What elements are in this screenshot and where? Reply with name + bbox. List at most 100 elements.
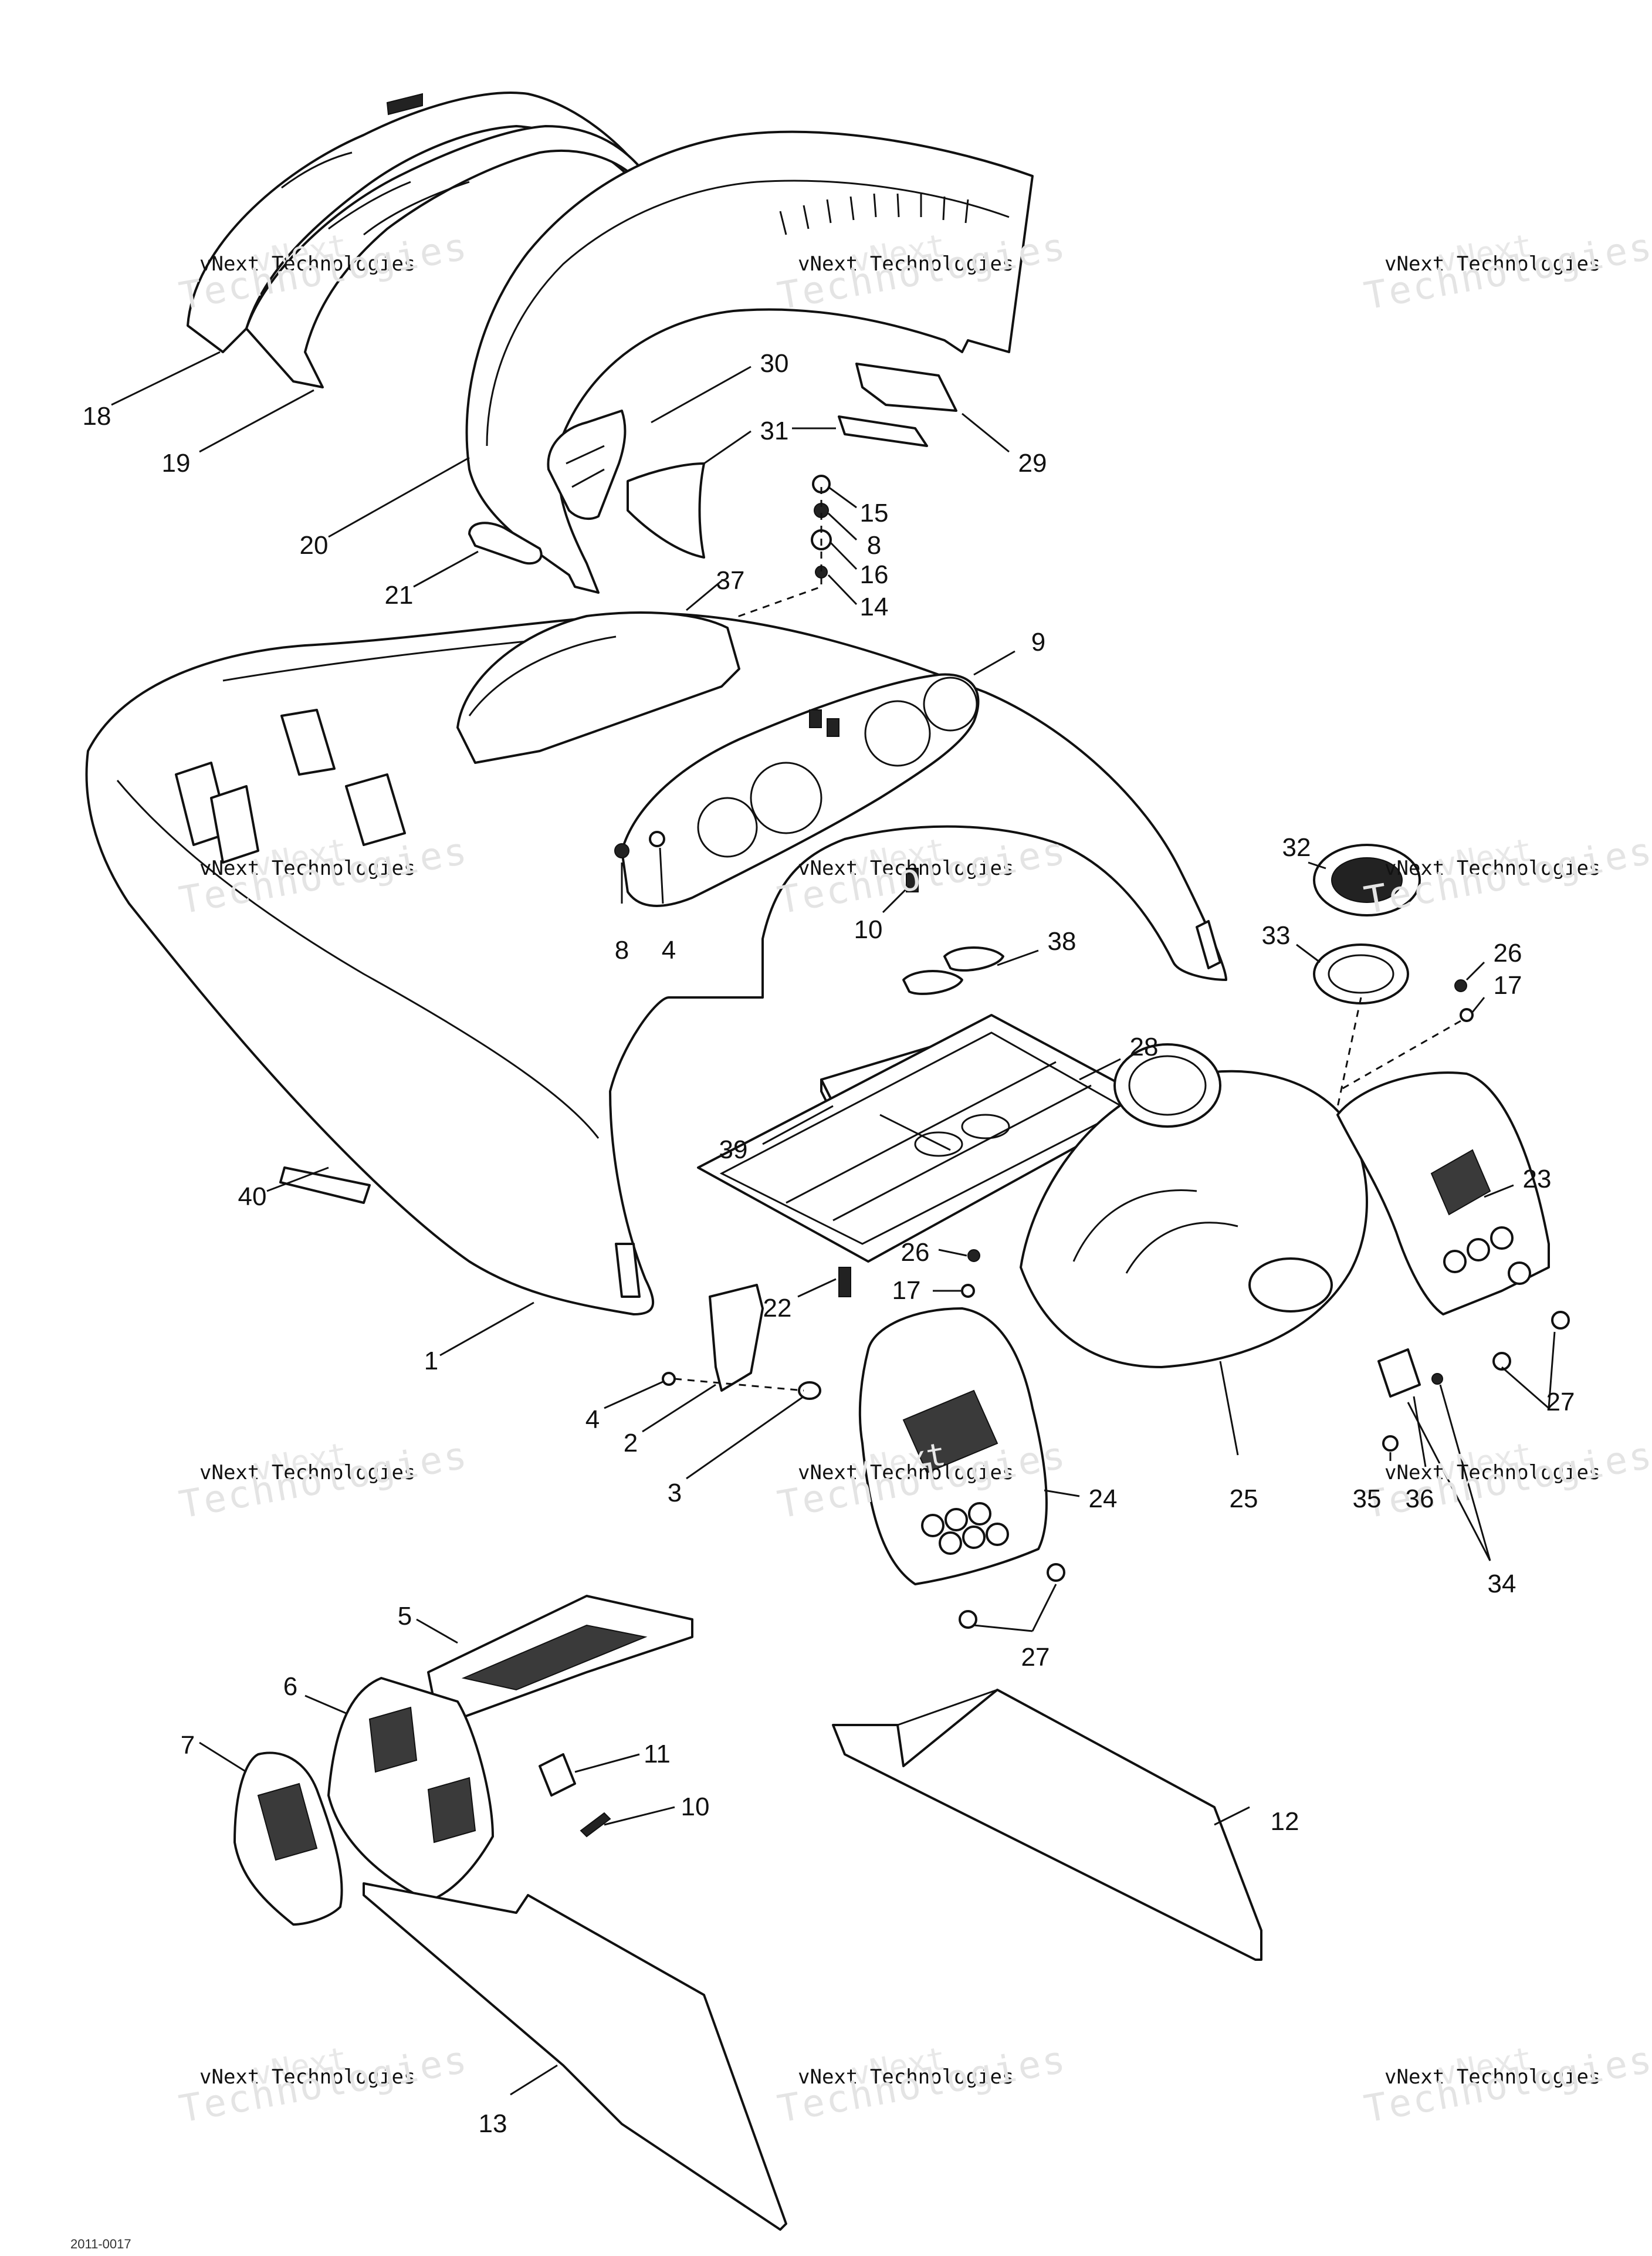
part-1-ridge-left [116, 780, 600, 1139]
callout-39: 39 [719, 1135, 748, 1164]
part-32-ring-inner [1331, 857, 1403, 903]
watermark: vNext vNext Technologies Technologies [176, 225, 472, 319]
part-24-hole-f [986, 1523, 1009, 1546]
part-24-hole-c [968, 1502, 991, 1526]
part-30-detail [566, 445, 605, 488]
callout-18: 18 [82, 402, 111, 431]
part-9-gauge-far [923, 677, 978, 732]
part-23-hole-c [1490, 1226, 1514, 1250]
watermark: vNext vNext Technologies Technologies [1361, 1433, 1652, 1527]
callout-2: 2 [623, 1429, 638, 1457]
watermark: vNext vNext Technologies Technologies [1361, 829, 1652, 923]
callout-19: 19 [161, 449, 191, 478]
part-37-top [468, 635, 617, 716]
part-27-rivet-d [1492, 1352, 1511, 1371]
callout-6: 6 [283, 1672, 298, 1701]
watermark: vNext vNext Technologies Technologies [774, 225, 1070, 319]
part-38-pad-b [943, 946, 1004, 972]
callout-4-bracket: 4 [585, 1405, 600, 1434]
part-27-rivet-a [1047, 1563, 1065, 1582]
callout-40: 40 [238, 1182, 267, 1211]
part-12-strip-top [897, 1689, 998, 1726]
callout-14: 14 [859, 593, 889, 621]
drawing-code: 2011-0017 [70, 2237, 131, 2251]
callout-36: 36 [1405, 1484, 1434, 1513]
part-9-switch-a [809, 709, 822, 728]
part-23-hole-b [1467, 1238, 1490, 1261]
watermark: vNext vNext Technologies Technologies [176, 2038, 472, 2132]
callout-7: 7 [180, 1731, 195, 1760]
part-24-hole-b [945, 1508, 968, 1531]
part-1-window-c [280, 709, 336, 776]
watermark: vNext vNext Technologies Technologies [1361, 2038, 1652, 2132]
part-10-screw-b [580, 1812, 611, 1838]
callout-34: 34 [1487, 1570, 1516, 1598]
part-25-opening [1248, 1257, 1333, 1313]
callout-27-center: 27 [1021, 1643, 1050, 1672]
part-33-ring [1313, 943, 1409, 1004]
part-26-screw-right [1454, 979, 1467, 992]
part-1-window-b [210, 785, 259, 864]
part-18-vent-b [328, 181, 411, 230]
part-19-vent [363, 181, 470, 236]
callout-32: 32 [1282, 833, 1311, 862]
part-1-window-d [345, 773, 406, 846]
part-35-nut [1382, 1435, 1399, 1452]
part-13-strip-top [515, 1895, 529, 1913]
callout-21: 21 [384, 581, 414, 610]
part-29-clip-b [838, 415, 928, 447]
part-23-hole-d [1508, 1261, 1531, 1285]
part-33-ring-inner [1328, 954, 1394, 994]
part-18-slot [386, 93, 423, 116]
callout-35: 35 [1352, 1484, 1382, 1513]
part-23-mesh [1430, 1149, 1491, 1216]
part-36-bracket [1377, 1348, 1421, 1398]
part-40-block [279, 1166, 371, 1204]
part-28-tray-rib [786, 1061, 1092, 1222]
callout-4-left: 4 [661, 936, 676, 965]
watermark: vNext vNext Technologies Technologies [774, 2038, 1070, 2132]
callout-11: 11 [644, 1740, 671, 1768]
part-24-mesh [902, 1389, 998, 1474]
part-12-strip [832, 1689, 1262, 1961]
part-11-clip [539, 1753, 576, 1797]
watermark: vNext vNext Technologies Technologies [1361, 225, 1652, 319]
part-38-pad-a [902, 970, 963, 995]
part-3-nut [798, 1381, 821, 1400]
callout-10-bottom: 10 [681, 1792, 710, 1821]
watermark: vNext vNext Technologies Technologies [774, 1433, 1070, 1527]
callout-26-center: 26 [901, 1238, 930, 1267]
callout-20: 20 [299, 531, 329, 560]
callout-22: 22 [763, 1294, 792, 1323]
callout-33: 33 [1261, 921, 1291, 950]
part-20-vents [779, 193, 969, 235]
part-24-hole-e [962, 1526, 986, 1549]
part-9-gauge-center [750, 762, 822, 834]
part-5-mesh [461, 1624, 648, 1691]
part-17-washer-center [961, 1284, 975, 1298]
part-9-gauge-right [864, 700, 931, 767]
watermark: vNext vNext Technologies Technologies [774, 829, 1070, 923]
part-18-vent-a [281, 151, 353, 189]
part-4-washer-bracket [662, 1372, 676, 1386]
part-20-inner-edge [486, 180, 1010, 447]
part-8-screw-left [614, 843, 629, 858]
part-31-pad [627, 462, 705, 559]
part-28-hole-a [914, 1131, 963, 1157]
callout-1: 1 [424, 1347, 439, 1375]
bracket-axis [674, 1378, 804, 1392]
part-20-windshield [465, 130, 1034, 594]
part-26-screw-center [967, 1249, 980, 1262]
part-28-hole-b [961, 1114, 1010, 1139]
callout-10-top: 10 [854, 915, 883, 944]
callout-16: 16 [859, 560, 889, 589]
part-23-hole-a [1443, 1250, 1467, 1273]
callout-8-left: 8 [614, 936, 629, 965]
callout-28: 28 [1129, 1033, 1159, 1061]
callout-31: 31 [760, 417, 789, 445]
part-29-clip [855, 363, 957, 412]
callout-9: 9 [1031, 628, 1046, 657]
callout-23: 23 [1522, 1165, 1552, 1193]
